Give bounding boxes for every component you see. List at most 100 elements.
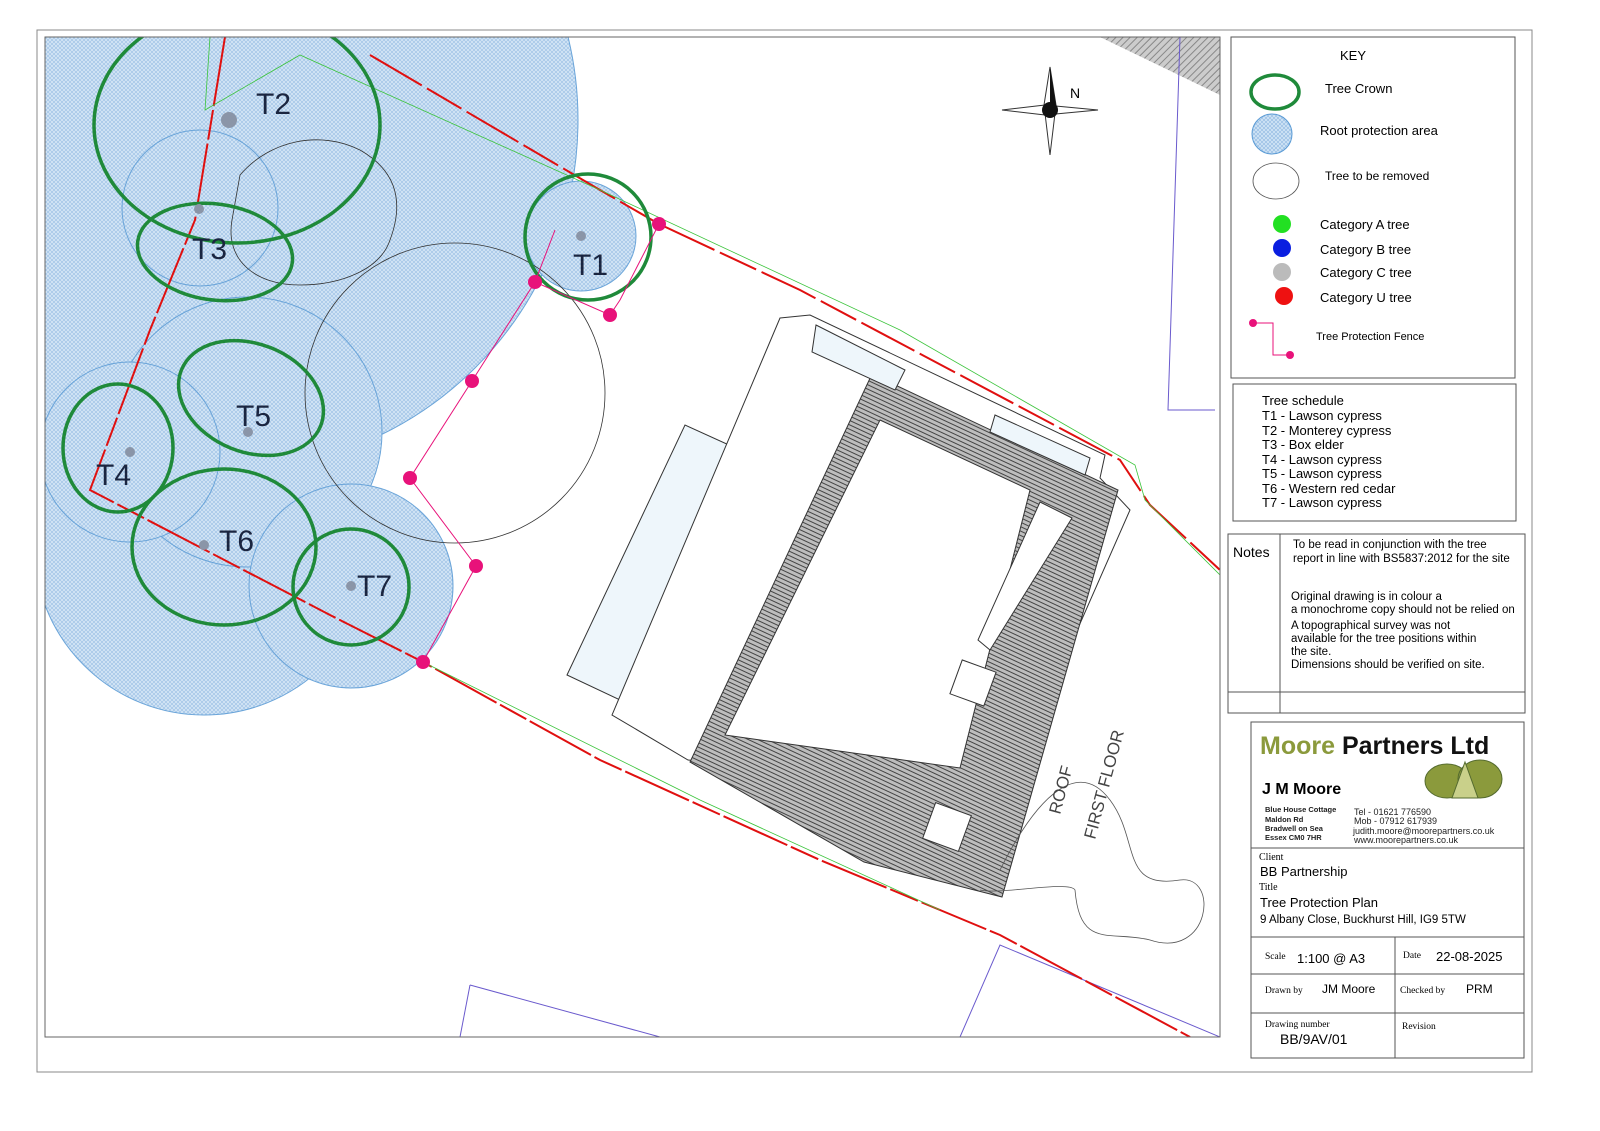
tree-crown-icon [1249, 73, 1301, 111]
tree-position-t6 [199, 540, 209, 550]
tree-position-t7 [346, 581, 356, 591]
tree-label-t6: T6 [219, 525, 254, 558]
tree-removed-icon [1252, 162, 1300, 200]
boundary-line [1167, 37, 1215, 411]
contact-line: Mob - 07912 617939 [1354, 816, 1437, 826]
tree-schedule: Tree schedule T1 - Lawson cypress T2 - M… [1232, 383, 1517, 522]
drawn-by-value: JM Moore [1322, 982, 1376, 996]
schedule-item: T3 - Box elder [1262, 437, 1344, 452]
removed-tree-outline [304, 242, 606, 544]
scale-label: Scale [1265, 952, 1286, 962]
note-line: Original drawing is in colour a [1291, 591, 1442, 603]
note-line: available for the tree positions within [1291, 633, 1476, 645]
crown-t5 [176, 338, 326, 458]
contact-line: Tel - 01621 776590 [1354, 807, 1431, 817]
crown-t6 [130, 467, 318, 627]
key-title: KEY [1340, 48, 1366, 63]
drawn-by-label: Drawn by [1265, 986, 1303, 996]
tree-label-t5: T5 [236, 400, 271, 433]
revision-label: Revision [1402, 1022, 1436, 1032]
date-label: Date [1403, 951, 1421, 961]
checked-by-label: Checked by [1400, 986, 1445, 996]
crown-t1 [523, 172, 653, 302]
fence-icon [1249, 319, 1294, 359]
root-protection-icon [1251, 113, 1293, 155]
key-label: Tree Protection Fence [1316, 331, 1424, 343]
schedule-item: T1 - Lawson cypress [1262, 408, 1382, 423]
address-line: Blue House Cottage [1265, 805, 1336, 814]
checked-by-value: PRM [1466, 982, 1493, 996]
key-label: Category U tree [1320, 290, 1412, 305]
address-line: Bradwell on Sea [1265, 824, 1324, 833]
tree-position-t2 [221, 112, 237, 128]
removed-tree-outline [230, 139, 398, 286]
category-a-icon [1273, 215, 1291, 233]
address-line: Maldon Rd [1265, 815, 1304, 824]
tree-protection-fence [403, 217, 666, 669]
tree-position-t3 [194, 204, 204, 214]
drawing-title: Tree Protection Plan [1260, 895, 1378, 910]
north-label: N [1070, 85, 1080, 101]
boundary-green [204, 37, 1220, 576]
key-label: Tree Crown [1325, 81, 1392, 96]
tree-label-t1: T1 [573, 249, 608, 282]
schedule-title: Tree schedule [1262, 393, 1344, 408]
note-line: To be read in conjunction with the tree [1293, 539, 1487, 551]
drawing-number-value: BB/9AV/01 [1280, 1031, 1348, 1047]
building [566, 314, 1131, 898]
category-u-icon [1275, 287, 1293, 305]
company-logo-text: Moore Partners Ltd [1260, 732, 1489, 760]
company-logo-icon [1424, 759, 1503, 799]
site-address: 9 Albany Close, Buckhurst Hill, IG9 5TW [1260, 914, 1466, 926]
schedule-item: T6 - Western red cedar [1262, 481, 1396, 496]
note-line: report in line with BS5837:2012 for the … [1293, 553, 1510, 565]
tree-label-t4: T4 [96, 459, 131, 492]
title-block: Moore Partners Ltd J M Moore Blue House … [1250, 721, 1525, 1059]
schedule-item: T4 - Lawson cypress [1262, 452, 1382, 467]
person-name: J M Moore [1262, 781, 1341, 798]
key-panel: KEY Tree Crown Root protection area Tree… [1230, 36, 1516, 379]
schedule-item: T2 - Monterey cypress [1262, 423, 1392, 438]
note-line: A topographical survey was not [1291, 620, 1451, 632]
tree-label-t7: T7 [357, 570, 392, 603]
drawing-frame [44, 36, 1221, 1038]
crown-t7 [291, 527, 411, 647]
path-outline [979, 781, 1205, 944]
key-label: Category B tree [1320, 242, 1411, 257]
crown-t4 [61, 382, 175, 514]
contact-line: www.moorepartners.co.uk [1353, 835, 1459, 845]
north-arrow-icon: N [1001, 66, 1099, 156]
key-label: Tree to be removed [1325, 169, 1429, 183]
note-line: the site. [1291, 646, 1331, 658]
boundary-line [959, 944, 1220, 1037]
site-plan: T2 T3 T1 T5 T4 T6 T7 [45, 37, 1220, 1037]
key-label: Category C tree [1320, 265, 1412, 280]
crown-t2 [92, 37, 382, 245]
tree-position-t4 [125, 447, 135, 457]
key-label: Category A tree [1320, 217, 1410, 232]
tree-label-t2: T2 [256, 88, 291, 121]
client-label: Client [1259, 852, 1284, 863]
category-c-icon [1273, 263, 1291, 281]
neighbour-building [1100, 37, 1220, 95]
title-label: Title [1259, 882, 1278, 893]
tree-position-t1 [576, 231, 586, 241]
drawing-number-label: Drawing number [1265, 1020, 1330, 1030]
notes-heading: Notes [1233, 544, 1270, 560]
schedule-item: T7 - Lawson cypress [1262, 495, 1382, 510]
tree-label-t3: T3 [192, 233, 227, 266]
category-b-icon [1273, 239, 1291, 257]
schedule-item: T5 - Lawson cypress [1262, 466, 1382, 481]
root-protection-areas [45, 37, 637, 716]
scale-value: 1:100 @ A3 [1297, 951, 1365, 966]
client-value: BB Partnership [1260, 864, 1347, 879]
note-line: a monochrome copy should not be relied o… [1291, 604, 1515, 616]
notes-panel: Notes To be read in conjunction with the… [1227, 533, 1526, 714]
date-value: 22-08-2025 [1436, 949, 1503, 964]
note-line: Dimensions should be verified on site. [1291, 659, 1485, 671]
tree-position-t5 [243, 427, 253, 437]
key-label: Root protection area [1320, 123, 1439, 138]
contact-line: judith.moore@moorepartners.co.uk [1352, 826, 1495, 836]
crown-t3 [135, 201, 295, 303]
